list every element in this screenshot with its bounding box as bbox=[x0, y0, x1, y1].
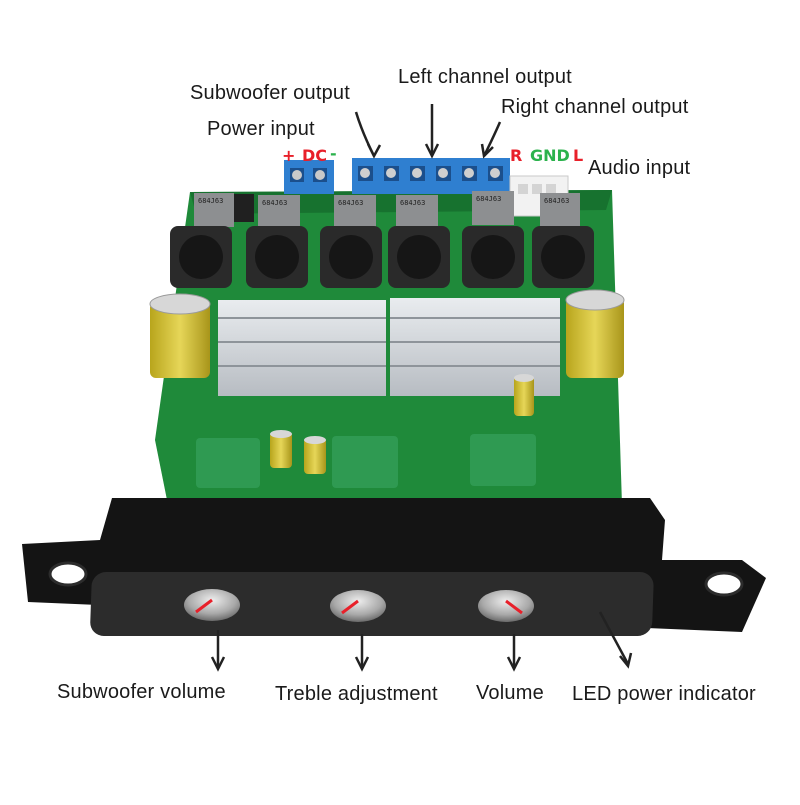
heatsinks bbox=[218, 298, 560, 396]
power-dc-mark: DC bbox=[302, 146, 328, 165]
power-plus-mark: + bbox=[282, 146, 296, 165]
audio-gnd-mark: GND bbox=[530, 146, 570, 165]
electrolytic-capacitor-left bbox=[149, 293, 211, 378]
svg-text:684J63: 684J63 bbox=[400, 199, 425, 207]
led-power-indicator-label: LED power indicator bbox=[572, 683, 756, 705]
subwoofer-volume-label: Subwoofer volume bbox=[57, 681, 226, 703]
treble-adjustment-label: Treble adjustment bbox=[275, 683, 438, 705]
callout-arrows bbox=[210, 104, 633, 672]
power-input-terminal bbox=[284, 160, 334, 194]
svg-text:684J63: 684J63 bbox=[338, 199, 363, 207]
power-input-label: Power input bbox=[207, 118, 315, 140]
inductors bbox=[170, 226, 594, 288]
svg-text:684J63: 684J63 bbox=[198, 197, 223, 205]
knobs bbox=[184, 589, 534, 622]
audio-input-label: Audio input bbox=[588, 157, 691, 179]
audio-l-mark: L bbox=[573, 146, 584, 165]
speaker-output-terminal bbox=[352, 158, 510, 194]
left-channel-output-label: Left channel output bbox=[398, 66, 572, 88]
right-channel-output-label: Right channel output bbox=[501, 96, 689, 118]
front-panel bbox=[22, 498, 766, 636]
audio-r-mark: R bbox=[510, 146, 523, 165]
subwoofer-output-label: Subwoofer output bbox=[190, 82, 350, 104]
film-capacitors bbox=[194, 191, 580, 229]
black-component bbox=[234, 194, 254, 222]
capacitor-markings: 684J63 684J63 684J63 684J63 684J63 684J6… bbox=[198, 195, 569, 207]
power-minus-mark: - bbox=[330, 144, 337, 163]
electrolytic-capacitor-right bbox=[565, 289, 625, 378]
svg-text:684J63: 684J63 bbox=[544, 197, 569, 205]
potentiometers bbox=[196, 434, 536, 488]
svg-text:684J63: 684J63 bbox=[476, 195, 501, 203]
svg-text:684J63: 684J63 bbox=[262, 199, 287, 207]
volume-label: Volume bbox=[476, 682, 544, 704]
small-capacitors bbox=[270, 374, 534, 474]
